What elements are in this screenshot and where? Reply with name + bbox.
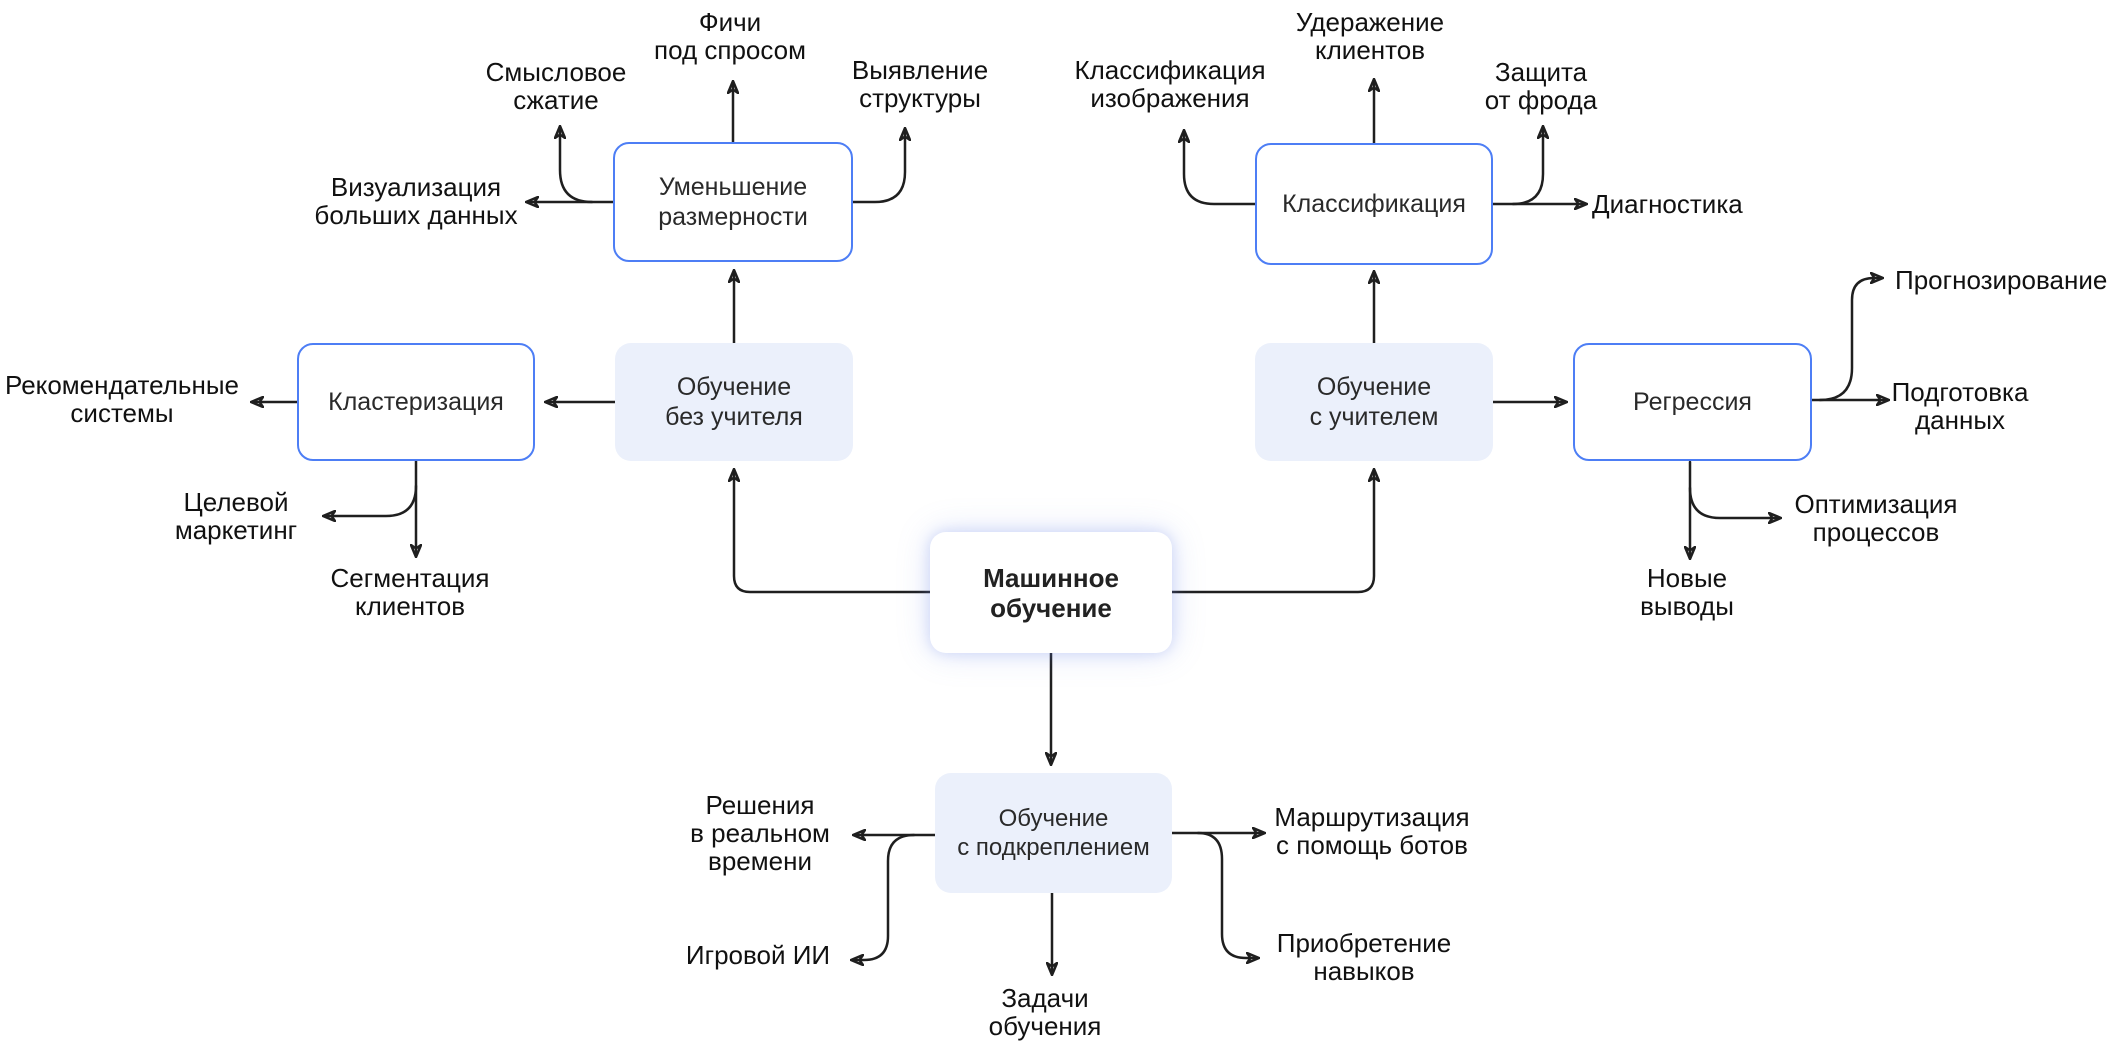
label-data-preparation: Подготовка данных bbox=[1891, 377, 2029, 435]
label-customer-retention: Удеражение клиентов bbox=[1295, 7, 1445, 65]
label-forecasting: Прогнозирование bbox=[1895, 265, 2108, 295]
arrow-regression-to-forecasting bbox=[1818, 278, 1882, 402]
label-recommender-systems: Рекомендательные системы bbox=[5, 370, 239, 428]
arrow-regression-to-optimization bbox=[1688, 486, 1780, 518]
node-supervised-learning: Обучение с учителем bbox=[1255, 343, 1493, 461]
node-dimensionality-reduction: Уменьшение размерности bbox=[613, 142, 853, 262]
arrow-classification-to-fraud bbox=[1511, 127, 1543, 206]
label-skill-acquisition: Приобретение навыков bbox=[1276, 928, 1452, 986]
arrow-dimensionality-to-compression bbox=[560, 127, 594, 204]
arrow-dimensionality-to-structure bbox=[851, 129, 905, 204]
label-customer-segmentation: Сегментация клиентов bbox=[330, 563, 490, 621]
label-fraud-protection: Защита от фрода bbox=[1484, 57, 1598, 115]
label-big-data-visualization: Визуализация больших данных bbox=[314, 172, 518, 230]
label-structure-detection: Выявление структуры bbox=[851, 55, 989, 113]
arrow-root-to-supervised bbox=[1170, 470, 1374, 594]
arrow-reinforcement-to-skills bbox=[1196, 831, 1258, 958]
arrow-clustering-to-marketing bbox=[324, 484, 418, 516]
arrow-root-to-unsupervised bbox=[734, 470, 932, 594]
label-new-insights: Новые выводы bbox=[1640, 563, 1734, 621]
node-regression: Регрессия bbox=[1573, 343, 1812, 461]
label-learning-tasks: Задачи обучения bbox=[988, 983, 1102, 1041]
label-image-classification: Классификация изображения bbox=[1074, 55, 1266, 113]
arrow-reinforcement-to-gameai bbox=[852, 833, 916, 960]
label-semantic-compression: Смысловое сжатие bbox=[485, 57, 627, 115]
label-process-optimization: Оптимизация процессов bbox=[1794, 489, 1958, 547]
node-classification: Классификация bbox=[1255, 143, 1493, 265]
node-machine-learning: Машинное обучение bbox=[930, 532, 1172, 653]
node-clustering: Кластеризация bbox=[297, 343, 535, 461]
label-target-marketing: Целевой маркетинг bbox=[174, 487, 298, 545]
arrow-classification-to-image bbox=[1184, 131, 1257, 206]
label-bot-routing: Маршрутизация с помощь ботов bbox=[1274, 802, 1470, 860]
label-game-ai: Игровой ИИ bbox=[685, 940, 831, 970]
label-realtime-decisions: Решения в реальном времени bbox=[690, 790, 830, 876]
node-unsupervised-learning: Обучение без учителя bbox=[615, 343, 853, 461]
node-reinforcement-learning: Обучение с подкреплением bbox=[935, 773, 1172, 893]
label-diagnostics: Диагностика bbox=[1592, 189, 1743, 219]
label-features-on-demand: Фичи под спросом bbox=[654, 7, 806, 65]
